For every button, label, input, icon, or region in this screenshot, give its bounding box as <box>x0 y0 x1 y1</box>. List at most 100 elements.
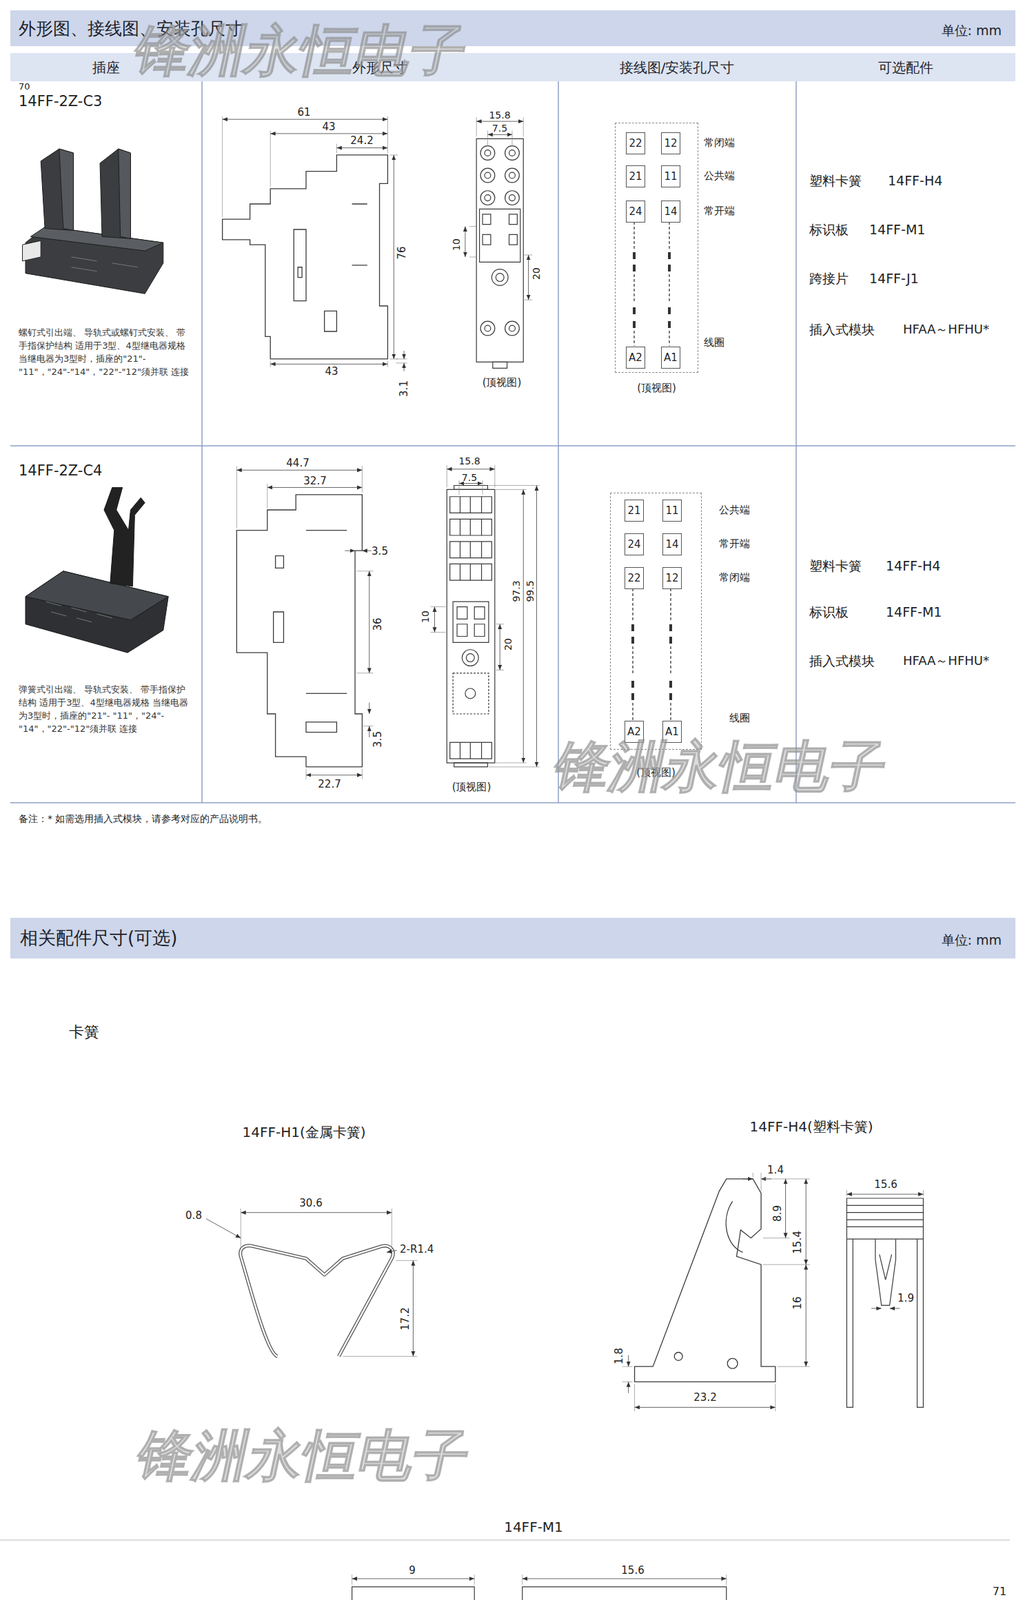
marker-plate <box>352 1587 727 1600</box>
dimension: 9 <box>408 1564 416 1578</box>
accessory-name: 标识板 <box>809 221 849 238</box>
dimension: 44.7 <box>286 457 309 470</box>
terminal-function: 线圈 <box>703 336 725 349</box>
dimension: 97.3 <box>510 580 523 602</box>
dimension: 24.2 <box>350 134 373 147</box>
description: 弹簧式引出端、 导轨式安装、 带手指保护结构 适用于3型、4型继电器规格 当继电… <box>18 683 195 736</box>
figure-title: 14FF-M1 <box>503 1519 564 1536</box>
accessory-part-number: 14FF-H4 <box>887 173 943 189</box>
terminal-box: 24 <box>624 533 644 556</box>
dimension: 2-R1.4 <box>399 1243 434 1256</box>
section-header-band: 外形图、接线图、安装孔尺寸单位: mm <box>10 10 1016 47</box>
page-number: 70 <box>18 81 31 93</box>
terminal-function: 公共端 <box>703 169 735 182</box>
dimension: 43 <box>321 120 336 134</box>
terminal-box: 21 <box>624 499 644 522</box>
contact-wiring <box>632 221 671 721</box>
socket-photo <box>25 487 169 653</box>
dimension: 3.5 <box>371 545 389 558</box>
accessory-name: 跨接片 <box>809 270 849 287</box>
top-view-outline <box>446 485 495 767</box>
dimension: 10 <box>450 238 463 251</box>
metal-clip <box>240 1246 393 1358</box>
dimension: 15.6 <box>621 1564 644 1578</box>
dimension: 76 <box>395 246 409 260</box>
terminal-function: 常开端 <box>703 204 735 218</box>
column-header: 插座 <box>92 59 120 76</box>
terminal-function: 常开端 <box>718 537 750 551</box>
terminal-number: 22 <box>628 138 642 149</box>
dimension-lines <box>236 465 373 779</box>
footnote: 备注：* 如需选用插入式模块，请参考对应的产品说明书。 <box>18 813 268 826</box>
terminal-box: 14 <box>661 200 681 223</box>
unit-note: 单位: mm <box>941 932 1002 949</box>
terminal-box: A2 <box>624 721 644 744</box>
table-grid <box>10 81 1016 804</box>
terminal-number: 21 <box>628 171 642 182</box>
description: 螺钉式引出端、 导轨式或螺钉式安装、 带手指保护结构 适用于3型、4型继电器规格… <box>18 326 195 379</box>
dimension: 0.8 <box>185 1209 202 1223</box>
column-header: 可选配件 <box>878 59 934 76</box>
terminal-box: 11 <box>662 499 682 522</box>
view-caption: (顶视图) <box>636 381 677 395</box>
terminal-function: 线圈 <box>729 712 750 725</box>
accessory-name: 标识板 <box>809 604 849 621</box>
terminal-number: 24 <box>628 206 642 218</box>
accessory-part-number: 14FF-M1 <box>885 604 942 621</box>
section-rule <box>0 1539 1010 1541</box>
dimension: 15.6 <box>874 1178 897 1192</box>
dimension-lines <box>222 116 408 372</box>
dimension: 61 <box>297 106 311 119</box>
dimension: 8.9 <box>771 1205 784 1223</box>
terminal-box: 11 <box>661 165 681 188</box>
terminal-box: A1 <box>662 721 682 744</box>
dimension: 15.8 <box>458 455 480 468</box>
terminal-box: 22 <box>625 132 646 155</box>
terminal-function: 常闭端 <box>718 571 750 584</box>
dimension-lines <box>846 1190 924 1310</box>
terminal-number: 14 <box>663 206 677 218</box>
part-number: 14FF-2Z-C3 <box>18 93 103 111</box>
side-view-outline <box>236 494 362 768</box>
dimension: 20 <box>530 267 543 280</box>
dimension: 15.8 <box>488 109 511 122</box>
terminal-box: A1 <box>661 346 681 369</box>
dimension: 16 <box>791 1296 804 1310</box>
watermark: 锋洲永恒电子 <box>548 734 894 801</box>
figure-title: 14FF-H4(塑料卡簧) <box>749 1118 873 1136</box>
dimension: 43 <box>324 365 338 378</box>
unit-note: 单位: mm <box>941 22 1002 39</box>
column-header: 外形尺寸 <box>352 59 408 76</box>
view-caption: (顶视图) <box>482 376 522 389</box>
dimension: 99.5 <box>524 580 537 602</box>
figure-title: 14FF-H1(金属卡簧) <box>241 1124 366 1141</box>
subsection-title: 卡簧 <box>68 1023 100 1042</box>
accessory-name: 塑料卡簧 <box>809 173 862 189</box>
socket-photo <box>22 148 164 294</box>
terminal-number: 12 <box>665 573 679 584</box>
terminal-box: 14 <box>662 533 682 556</box>
view-caption: (顶视图) <box>452 781 492 794</box>
section-header-band: 相关配件尺寸(可选)单位: mm <box>10 918 1016 959</box>
dimension: 1.9 <box>897 1292 915 1305</box>
terminal-box: 24 <box>625 200 646 223</box>
dimension: 17.2 <box>399 1307 412 1331</box>
accessory-part-number: HFAA～HFHU* <box>903 321 990 338</box>
part-number: 14FF-2Z-C4 <box>18 462 103 480</box>
terminal-box: 12 <box>661 132 681 155</box>
watermark: 锋洲永恒电子 <box>131 1423 477 1490</box>
plastic-clip-front <box>846 1198 924 1408</box>
accessory-part-number: 14FF-M1 <box>869 221 926 238</box>
dimension-lines <box>622 1173 810 1412</box>
terminal-number: A1 <box>663 352 678 364</box>
terminal-number: A2 <box>627 727 642 738</box>
dimension-lines <box>465 117 533 300</box>
top-view-outline <box>476 138 524 369</box>
side-view-outline <box>222 155 389 360</box>
dimension-lines <box>430 465 540 768</box>
accessory-name: 塑料卡簧 <box>809 558 862 575</box>
accessory-name: 插入式模块 <box>809 321 875 338</box>
dimension-lines <box>206 1209 418 1358</box>
terminal-number: A2 <box>628 352 643 364</box>
terminal-number: 11 <box>663 171 677 182</box>
